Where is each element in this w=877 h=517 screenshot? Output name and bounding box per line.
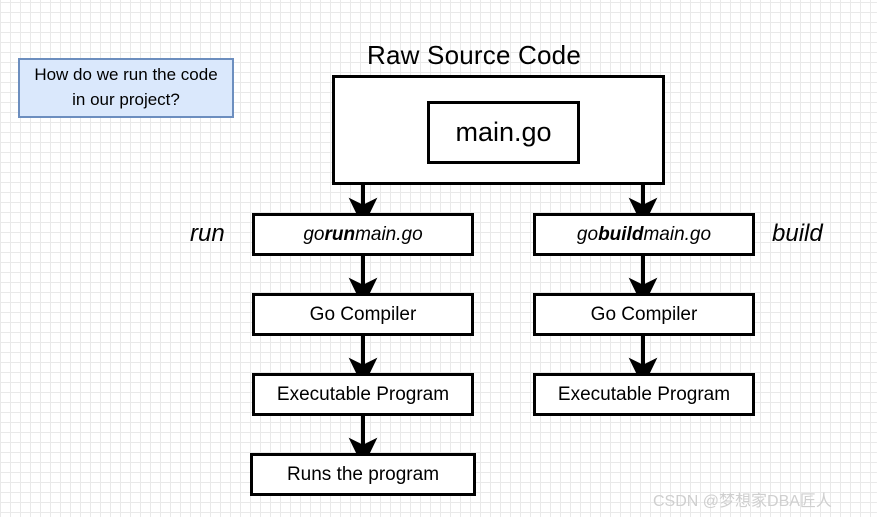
command-keyword-build: build bbox=[598, 223, 644, 245]
csdn-watermark: CSDN @梦想家DBA匠人 bbox=[653, 493, 832, 510]
main-go-file-box: main.go bbox=[427, 101, 580, 164]
step-box-build-go-compiler: Go Compiler bbox=[533, 293, 755, 336]
raw-source-code-box: main.go bbox=[332, 75, 665, 185]
command-prefix-run: go bbox=[303, 223, 325, 245]
command-suffix-run: main.go bbox=[355, 223, 423, 245]
step-box-run-go-compiler: Go Compiler bbox=[252, 293, 474, 336]
question-callout: How do we run the code in our project? bbox=[18, 58, 234, 118]
step-box-build-executable-program: Executable Program bbox=[533, 373, 755, 416]
step-box-runs-the-program: Runs the program bbox=[250, 453, 476, 496]
command-keyword-run: run bbox=[324, 223, 356, 245]
branch-label-run: run bbox=[190, 220, 225, 247]
step-box-run-executable-program: Executable Program bbox=[252, 373, 474, 416]
command-prefix-build: go bbox=[576, 223, 599, 245]
command-box-go-build: go build main.go bbox=[533, 213, 755, 256]
diagram-title: Raw Source Code bbox=[367, 40, 581, 70]
command-suffix-build: main.go bbox=[643, 223, 712, 245]
command-box-go-run: go run main.go bbox=[252, 213, 474, 256]
branch-label-build: build bbox=[772, 220, 823, 247]
